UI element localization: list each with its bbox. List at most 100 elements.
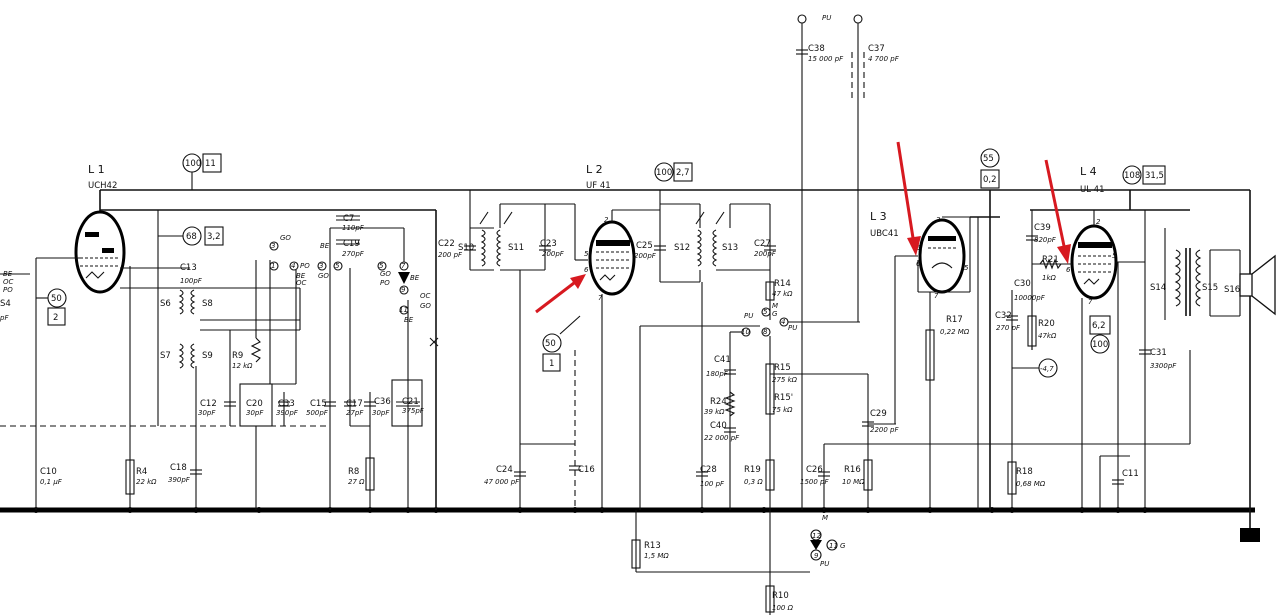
svg-text:2: 2 — [604, 216, 609, 224]
svg-text:100: 100 — [656, 168, 672, 178]
svg-text:7: 7 — [934, 292, 939, 300]
svg-text:200pF: 200pF — [542, 250, 565, 258]
svg-text:C16: C16 — [578, 465, 595, 475]
output-transformer — [1164, 228, 1276, 320]
l1-voltage-marker: 100 11 — [182, 153, 222, 190]
l2b-voltage-marker: 50 1 — [542, 315, 581, 372]
svg-text:R9: R9 — [232, 351, 243, 361]
svg-text:G: G — [840, 542, 846, 550]
svg-text:BE: BE — [404, 316, 414, 324]
l4-voltage-marker: 108 31,5 — [1122, 165, 1166, 185]
svg-text:R20: R20 — [1038, 319, 1055, 329]
svg-text:1kΩ: 1kΩ — [1042, 274, 1057, 282]
svg-text:OC: OC — [420, 292, 431, 300]
svg-text:R17: R17 — [946, 315, 963, 325]
svg-text:PU: PU — [820, 560, 829, 568]
l1b-voltage-marker: 68 3,2 — [158, 226, 224, 246]
svg-text:C17: C17 — [346, 399, 363, 409]
l1-type: UCH42 — [88, 181, 117, 191]
svg-text:50: 50 — [545, 339, 556, 349]
svg-text:7: 7 — [1088, 298, 1093, 306]
svg-text:C38: C38 — [808, 44, 825, 54]
svg-text:C32: C32 — [995, 311, 1012, 321]
annotation-arrows — [535, 141, 1071, 314]
svg-text:GO: GO — [318, 272, 329, 280]
left-edge-labels: BE OC PO S4 pF — [0, 257, 330, 510]
detector-section: 5 8 10 4 PU M G PU — [724, 270, 1191, 510]
svg-text:375pF: 375pF — [402, 407, 425, 415]
tube-l3: L 3 UBC41 — [870, 210, 1018, 510]
pu-input: PU — [796, 14, 865, 510]
svg-text:4 700 pF: 4 700 pF — [868, 55, 900, 63]
svg-text:M: M — [822, 514, 828, 522]
svg-text:R18: R18 — [1016, 467, 1033, 477]
svg-text:C10: C10 — [40, 467, 57, 477]
svg-text:200pF: 200pF — [634, 252, 657, 260]
svg-text:39 kΩ: 39 kΩ — [704, 408, 725, 416]
arrow-to-l3-grid — [896, 141, 921, 256]
svg-text:270pF: 270pF — [342, 250, 365, 258]
svg-text:9: 9 — [814, 552, 819, 560]
svg-text:11: 11 — [829, 542, 838, 550]
svg-text:C12: C12 — [200, 399, 217, 409]
svg-text:50: 50 — [51, 294, 62, 304]
svg-text:22 000 pF: 22 000 pF — [704, 434, 740, 442]
if-transformer-2 — [654, 203, 776, 510]
svg-text:108: 108 — [1124, 171, 1140, 181]
svg-text:5: 5 — [1112, 252, 1117, 260]
svg-text:PO: PO — [3, 286, 13, 294]
svg-text:C36: C36 — [374, 397, 391, 407]
svg-text:S9: S9 — [202, 351, 213, 361]
svg-text:PU: PU — [788, 324, 797, 332]
svg-text:C29: C29 — [870, 409, 887, 419]
svg-text:0,1 µF: 0,1 µF — [40, 478, 63, 486]
l3-name: L 3 — [870, 210, 887, 223]
svg-text:S16: S16 — [1224, 285, 1240, 295]
svg-text:5: 5 — [964, 264, 969, 272]
svg-text:R10: R10 — [772, 591, 789, 601]
svg-text:5: 5 — [379, 262, 384, 270]
svg-text:6: 6 — [1066, 266, 1071, 274]
svg-text:47kΩ: 47kΩ — [1038, 332, 1057, 340]
svg-text:390pF: 390pF — [168, 476, 191, 484]
svg-text:PO: PO — [300, 262, 310, 270]
svg-text:GO: GO — [380, 270, 391, 278]
svg-text:2,7: 2,7 — [676, 168, 690, 178]
tube-l4: L 4 UL 41 — [1026, 165, 1151, 510]
svg-text:110pF: 110pF — [342, 224, 365, 232]
svg-text:S7: S7 — [160, 351, 171, 361]
wave-switch: 3 1 4 3 5 5 7 9 11 GO PO BE OC BE GO GO … — [269, 215, 439, 510]
arrow-to-l4-grid — [1044, 159, 1071, 264]
svg-text:500pF: 500pF — [306, 409, 329, 417]
tube-l1: L 1 UCH42 — [74, 163, 126, 294]
svg-text:G: G — [772, 310, 778, 318]
svg-text:68: 68 — [186, 232, 197, 242]
svg-text:BE: BE — [320, 242, 330, 250]
svg-text:0,22 MΩ: 0,22 MΩ — [940, 328, 970, 336]
l2-name: L 2 — [586, 163, 603, 176]
svg-text:31,5: 31,5 — [1145, 171, 1164, 181]
svg-text:7: 7 — [598, 294, 603, 302]
svg-text:OC: OC — [3, 278, 14, 286]
svg-text:2: 2 — [53, 313, 58, 323]
svg-text:47 000 pF: 47 000 pF — [484, 478, 520, 486]
svg-text:15 000 pF: 15 000 pF — [808, 55, 844, 63]
l2-type: UF 41 — [586, 181, 611, 191]
svg-text:C40: C40 — [710, 421, 727, 431]
svg-text:100 pF: 100 pF — [700, 480, 725, 488]
svg-text:R19: R19 — [744, 465, 761, 475]
svg-text:27pF: 27pF — [346, 409, 364, 417]
svg-text:pF: pF — [0, 314, 9, 322]
svg-text:C39: C39 — [1034, 223, 1051, 233]
svg-text:PO: PO — [380, 279, 390, 287]
g47-voltage-marker: -4,7 — [1012, 358, 1058, 378]
component-labels: C7 110pF C19 270pF C13 100pF S6 S8 S7 S9… — [40, 44, 1240, 612]
svg-text:275 kΩ: 275 kΩ — [772, 376, 798, 384]
svg-text:0,3 Ω: 0,3 Ω — [744, 478, 763, 486]
svg-text:2: 2 — [1096, 218, 1101, 226]
svg-text:5: 5 — [763, 308, 768, 316]
svg-text:S13: S13 — [722, 243, 738, 253]
svg-text:5: 5 — [584, 250, 589, 258]
svg-text:0,68 MΩ: 0,68 MΩ — [1016, 480, 1046, 488]
if-transformer-1 — [464, 190, 588, 510]
